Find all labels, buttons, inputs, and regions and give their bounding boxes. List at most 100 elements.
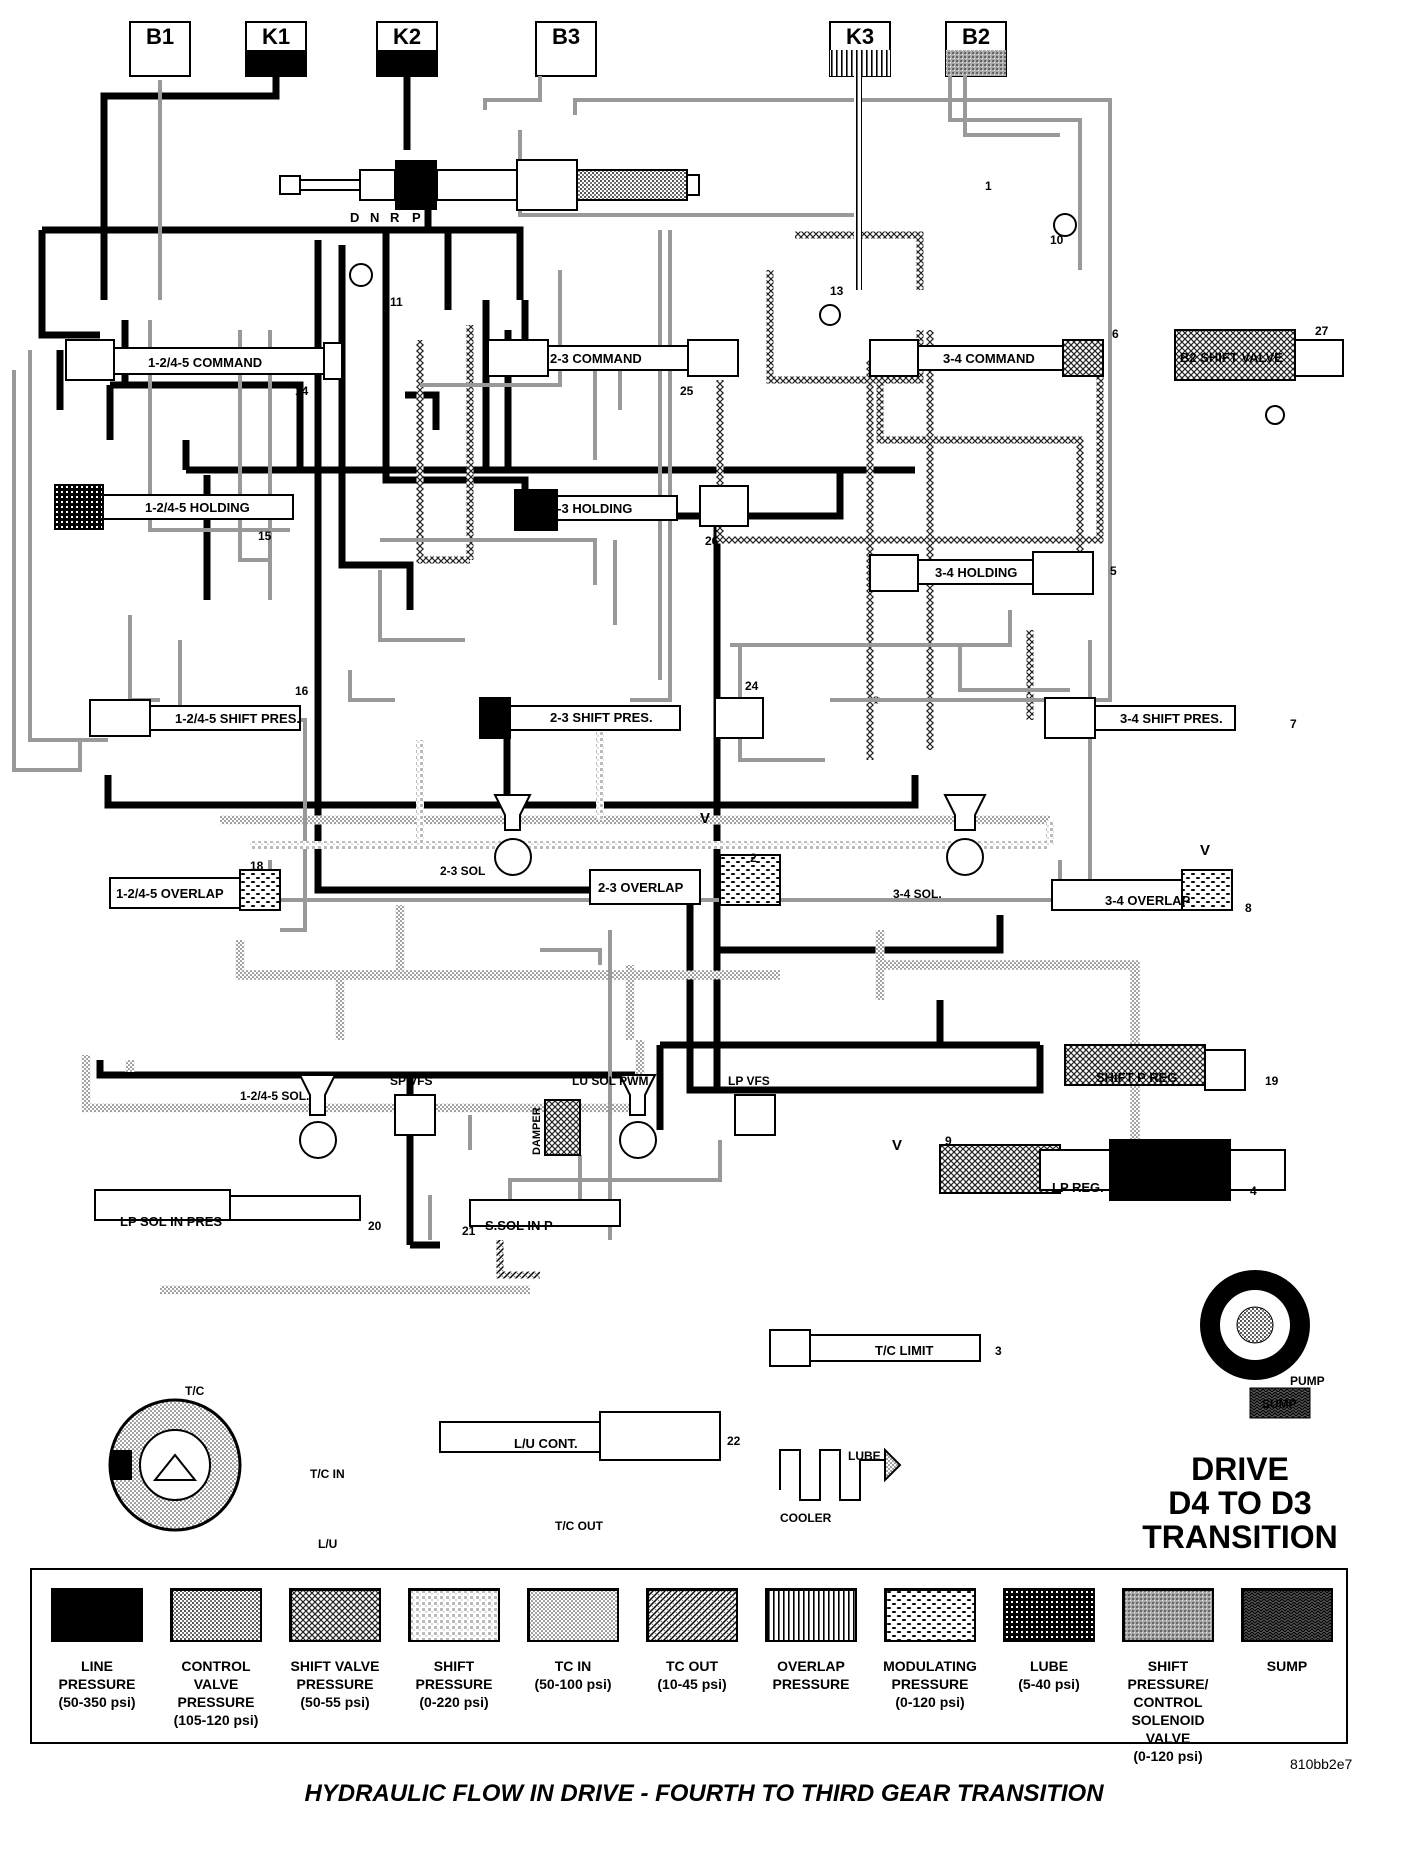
- num-19: 19: [1265, 1074, 1279, 1088]
- legend-range-lube: (5-40 psi): [1018, 1676, 1080, 1692]
- legend-label-tcin: TC IN: [554, 1658, 592, 1674]
- legend-label-shift: SHIFT PRESSURE: [415, 1658, 493, 1692]
- check-ball-13: [819, 304, 841, 326]
- label-hold1245: 1-2/4-5 HOLDING: [145, 500, 250, 515]
- title-line-2: D4 TO D3: [1168, 1485, 1312, 1521]
- label-hold34: 3-4 HOLDING: [935, 565, 1017, 580]
- legend-swatch-lube: [1003, 1588, 1098, 1645]
- num-21: 21: [462, 1224, 476, 1238]
- num-11: 11: [390, 295, 403, 309]
- label-pump: PUMP: [1290, 1374, 1325, 1388]
- manual-pos-r: R: [390, 210, 400, 225]
- legend-item-sump: SUMP: [1232, 1588, 1342, 1675]
- label-cooler: COOLER: [780, 1511, 832, 1525]
- label-lucont: L/U CONT.: [514, 1436, 578, 1451]
- label-tcin: T/C IN: [310, 1467, 345, 1481]
- label-shiftpreg: SHIFT P REG: [1096, 1070, 1177, 1085]
- clutch-k1-label: K1: [262, 24, 290, 49]
- label-sump: SUMP: [1262, 1397, 1297, 1411]
- label-cmd23: 2-3 COMMAND: [550, 351, 642, 366]
- manual-pos-d: D: [350, 210, 359, 225]
- clutch-k3: K3: [829, 21, 891, 77]
- legend-item-lube: LUBE (5-40 psi): [994, 1588, 1104, 1693]
- num-2: 2: [750, 851, 757, 865]
- num-26: 26: [705, 534, 719, 548]
- legend-label-shiftvalve: SHIFT VALVE PRESSURE: [290, 1658, 380, 1692]
- legend-label-sump: SUMP: [1266, 1658, 1308, 1674]
- legend-item-tcin: TC IN (50-100 psi): [518, 1588, 628, 1693]
- label-ov34: 3-4 OVERLAP: [1105, 893, 1191, 908]
- num-1: 1: [985, 179, 992, 193]
- legend-range-control: (105-120 psi): [173, 1712, 259, 1728]
- figure-caption: HYDRAULIC FLOW IN DRIVE - FOURTH TO THIR…: [304, 1780, 1104, 1807]
- num-24: 24: [745, 679, 759, 693]
- check-ball-10: [1053, 213, 1077, 237]
- legend-swatch-overlap: [765, 1588, 860, 1645]
- label-lpvfs: LP VFS: [728, 1074, 770, 1088]
- legend-swatch-tcout: [646, 1588, 741, 1645]
- label-cmd34: 3-4 COMMAND: [943, 351, 1035, 366]
- label-b2shift: B2 SHIFT VALVE: [1180, 350, 1283, 365]
- label-ov23: 2-3 OVERLAP: [598, 880, 684, 895]
- clutch-k3-label: K3: [846, 24, 874, 49]
- reference-code: 810bb2e7: [1290, 1756, 1353, 1772]
- manual-pos-n: N: [370, 210, 379, 225]
- legend-swatch-shift: [408, 1588, 503, 1645]
- legend-label-lube: LUBE: [1029, 1658, 1069, 1674]
- line-pressure-passages: [38, 76, 1044, 1249]
- num-4: 4: [1250, 1184, 1257, 1198]
- num-7: 7: [1290, 717, 1297, 731]
- pump: [1200, 1270, 1310, 1380]
- legend-range-shiftvalve: (50-55 psi): [300, 1694, 370, 1710]
- clutch-b3: B3: [535, 21, 597, 77]
- clutch-k2: K2: [376, 21, 438, 77]
- num-8: 8: [1245, 901, 1252, 915]
- num-18: 18: [250, 859, 264, 873]
- manual-valve: D N R P: [279, 159, 700, 225]
- legend-item-shiftctl: SHIFT PRESSURE/ CONTROL SOLENOID VALVE (0…: [1113, 1588, 1223, 1765]
- label-ov1245: 1-2/4-5 OVERLAP: [116, 886, 224, 901]
- legend-label-shiftctl: SHIFT PRESSURE/ CONTROL SOLENOID VALVE: [1127, 1658, 1209, 1746]
- label-tclimit: T/C LIMIT: [875, 1343, 934, 1358]
- num-10: 10: [1050, 233, 1064, 247]
- label-v-23: V: [700, 810, 710, 827]
- num-15: 15: [258, 529, 272, 543]
- legend-item-tcout: TC OUT(10-45 psi): [637, 1588, 747, 1693]
- misc-labels: PUMP SUMP T/C T/C IN T/C OUT L/U LUBE CO…: [185, 810, 1325, 1551]
- legend-swatch-sump: [1241, 1588, 1336, 1645]
- label-cmd1245: 1-2/4-5 COMMAND: [148, 355, 262, 370]
- solenoids: [298, 794, 987, 1159]
- cooler: [779, 1447, 902, 1501]
- legend-swatch-shiftvalve: [289, 1588, 384, 1645]
- label-v-34: V: [1200, 842, 1210, 859]
- legend-item-line: LINE PRESSURE(50-350 psi): [42, 1588, 152, 1711]
- label-sol1245: 1-2/4-5 SOL.: [240, 1089, 309, 1103]
- label-lusol: LU SOL PWM: [572, 1074, 648, 1088]
- legend-item-overlap: OVERLAP PRESSURE: [756, 1588, 866, 1693]
- num-3: 3: [995, 1344, 1002, 1358]
- tc-in-passages: [81, 815, 1140, 1595]
- num-22: 22: [727, 1434, 741, 1448]
- check-ball-27: [1265, 405, 1285, 425]
- passages: [12, 76, 1140, 1595]
- title-line-1: DRIVE: [1191, 1451, 1289, 1487]
- label-tc: T/C: [185, 1384, 205, 1398]
- num-9: 9: [945, 1134, 952, 1148]
- legend-item-shiftvalve: SHIFT VALVE PRESSURE (50-55 psi): [280, 1588, 390, 1711]
- legend-range-shiftctl: (0-120 psi): [1133, 1748, 1203, 1764]
- label-ssol: S.SOL IN P: [485, 1218, 553, 1233]
- legend-range-line: (50-350 psi): [58, 1694, 136, 1710]
- legend-range-tcin: (50-100 psi): [534, 1676, 612, 1692]
- num-13: 13: [830, 284, 844, 298]
- label-sp34: 3-4 SHIFT PRES.: [1120, 711, 1223, 726]
- num-5: 5: [1110, 564, 1117, 578]
- clutch-b1-label: B1: [146, 24, 174, 49]
- check-ball-11: [349, 263, 373, 287]
- legend-label-tcout: TC OUT: [665, 1658, 719, 1674]
- legend-range-modulating: (0-120 psi): [895, 1694, 965, 1710]
- label-damper: DAMPER: [531, 1107, 543, 1155]
- legend-swatch-line: [51, 1588, 146, 1645]
- control-passages: [12, 76, 1112, 1240]
- pressure-legend: LINE PRESSURE(50-350 psi)CONTROL VALVE P…: [30, 1568, 1348, 1764]
